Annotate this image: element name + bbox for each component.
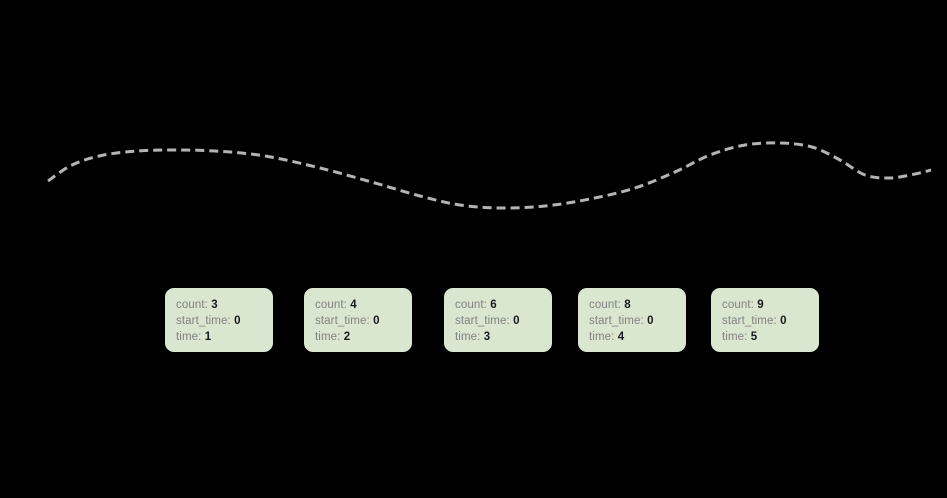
card-field-key: count: (176, 299, 208, 311)
card-field-row: start_time: 0 (455, 313, 552, 329)
card-field-value: 4 (350, 299, 357, 311)
card-field-key: count: (315, 299, 347, 311)
card-field-row: time: 4 (589, 329, 686, 345)
card-field-value: 3 (211, 299, 218, 311)
card-field-row: count: 9 (722, 297, 819, 313)
card-field-row: time: 2 (315, 329, 412, 345)
card-field-key: time: (176, 331, 202, 343)
card-field-key: count: (455, 299, 487, 311)
card-field-key: start_time: (176, 315, 231, 327)
card-field-key: start_time: (455, 315, 510, 327)
card-field-row: start_time: 0 (315, 313, 412, 329)
card-field-value: 0 (513, 315, 520, 327)
card-field-key: time: (589, 331, 615, 343)
card-field-value: 3 (483, 331, 491, 343)
card-field-value: 0 (647, 315, 654, 327)
card-field-row: count: 4 (315, 297, 412, 313)
card-field-key: start_time: (589, 315, 644, 327)
card-field-value: 9 (757, 299, 764, 311)
card-field-value: 0 (373, 315, 380, 327)
card-field-key: start_time: (722, 315, 777, 327)
card-field-key: count: (722, 299, 754, 311)
card-field-row: time: 3 (455, 329, 552, 345)
card-field-row: start_time: 0 (589, 313, 686, 329)
card-field-value: 1 (204, 331, 212, 343)
card-field-row: count: 8 (589, 297, 686, 313)
card-field-key: time: (455, 331, 481, 343)
dashed-flow-curve-path (47, 141, 932, 210)
card-field-value: 4 (617, 331, 625, 343)
card-field-value: 6 (490, 299, 497, 311)
card-field-key: count: (589, 299, 621, 311)
card-field-value: 2 (343, 331, 351, 343)
card-field-row: count: 3 (176, 297, 273, 313)
card-field-row: start_time: 0 (176, 313, 273, 329)
card-field-key: time: (722, 331, 748, 343)
card-field-row: time: 1 (176, 329, 273, 345)
card-field-key: time: (315, 331, 341, 343)
card-field-value: 5 (750, 331, 758, 343)
card-field-value: 0 (234, 315, 241, 327)
card-field-value: 0 (780, 315, 787, 327)
card-field-row: count: 6 (455, 297, 552, 313)
card-field-row: start_time: 0 (722, 313, 819, 329)
card-field-value: 8 (624, 299, 631, 311)
card-field-row: time: 5 (722, 329, 819, 345)
card-field-key: start_time: (315, 315, 370, 327)
